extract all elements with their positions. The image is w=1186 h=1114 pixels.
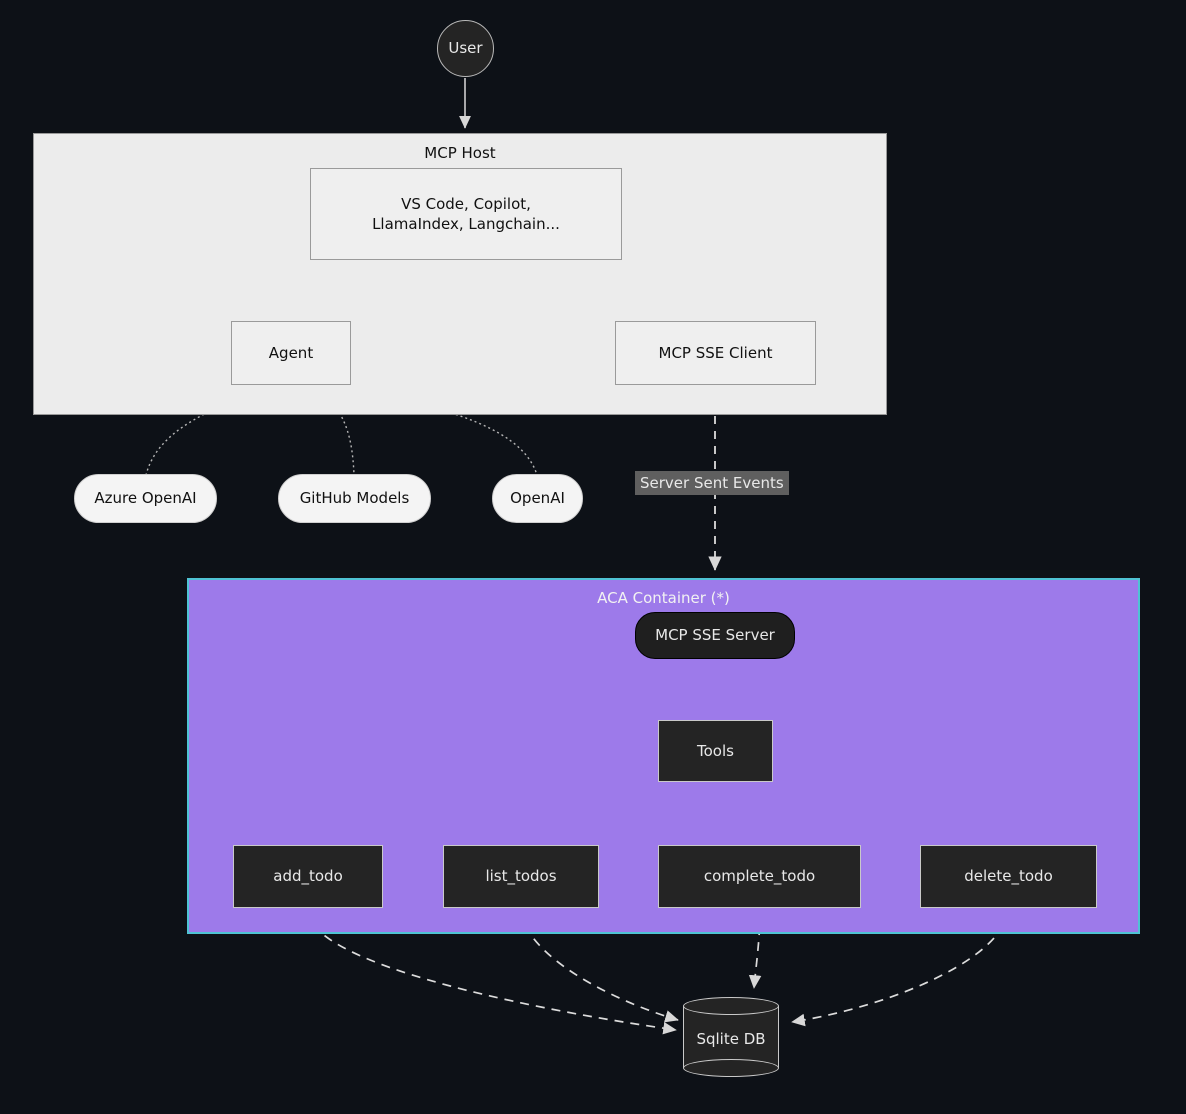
node-mcp-sse-client-label: MCP SSE Client [658,343,773,362]
sqlite-db-cylinder-top [683,997,779,1015]
node-vscode-copilot-label-line1: VS Code, Copilot, [401,194,531,213]
node-sqlite-db-label: Sqlite DB [696,1029,766,1048]
node-delete-todo-label: delete_todo [964,867,1053,886]
node-github-models[interactable]: GitHub Models [278,474,431,523]
subgraph-aca-container-title: ACA Container (*) [597,589,730,607]
node-complete-todo[interactable]: complete_todo [658,845,861,908]
node-vscode-copilot-label-line2: LlamaIndex, Langchain... [372,215,560,233]
node-list-todos[interactable]: list_todos [443,845,599,908]
node-add-todo-label: add_todo [273,867,343,886]
edge-label-server-sent-events: Server Sent Events [635,471,789,495]
node-list-todos-label: list_todos [485,867,557,886]
subgraph-mcp-host-title: MCP Host [424,144,496,162]
sqlite-db-cylinder-bottom [683,1059,779,1077]
node-openai-label: OpenAI [510,489,565,508]
node-user[interactable]: User [437,20,494,77]
node-complete-todo-label: complete_todo [703,867,816,886]
node-agent[interactable]: Agent [231,321,351,385]
node-azure-openai[interactable]: Azure OpenAI [74,474,217,523]
node-tools-label: Tools [697,741,734,760]
node-tools[interactable]: Tools [658,720,773,782]
node-vscode-copilot[interactable]: VS Code, Copilot, LlamaIndex, Langchain.… [310,168,622,260]
node-agent-label: Agent [268,343,314,362]
node-add-todo[interactable]: add_todo [233,845,383,908]
node-delete-todo[interactable]: delete_todo [920,845,1097,908]
node-user-label: User [448,39,483,58]
node-mcp-sse-client[interactable]: MCP SSE Client [615,321,816,385]
node-openai[interactable]: OpenAI [492,474,583,523]
edge-label-server-sent-events-text: Server Sent Events [640,474,784,492]
node-github-models-label: GitHub Models [299,489,410,508]
node-azure-openai-label: Azure OpenAI [94,489,197,508]
node-sqlite-db[interactable]: Sqlite DB [683,997,779,1077]
node-mcp-sse-server[interactable]: MCP SSE Server [635,612,795,659]
sqlite-db-cylinder-body [683,1006,779,1068]
node-mcp-sse-server-label: MCP SSE Server [655,626,775,645]
